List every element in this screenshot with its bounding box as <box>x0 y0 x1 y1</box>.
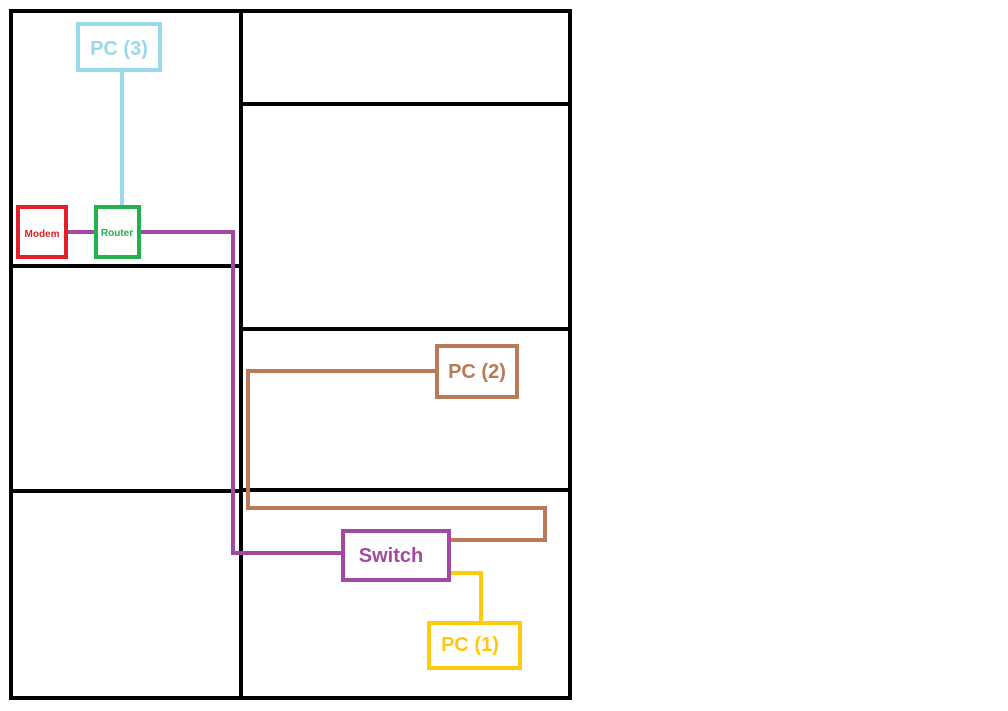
switch-label: Switch <box>359 545 423 567</box>
pc2-switch-cable <box>246 369 547 542</box>
pc2-label: PC (2) <box>448 361 506 383</box>
router-label: Router <box>101 228 133 239</box>
pc1-node: PC (1) <box>427 621 522 670</box>
left-column-outline <box>9 9 243 700</box>
switch-pc1-cable <box>449 571 483 623</box>
modem-node: Modem <box>16 205 68 259</box>
right-column-outline <box>239 9 572 700</box>
pc3-label: PC (3) <box>90 38 148 60</box>
modem-label: Modem <box>25 229 60 240</box>
switch-node: Switch <box>341 529 451 582</box>
router-node: Router <box>94 205 141 259</box>
router-switch-cable <box>139 230 343 555</box>
walls <box>9 9 572 700</box>
pc3-node: PC (3) <box>76 22 162 72</box>
pc2-node: PC (2) <box>435 344 519 399</box>
pc1-label: PC (1) <box>441 634 499 656</box>
